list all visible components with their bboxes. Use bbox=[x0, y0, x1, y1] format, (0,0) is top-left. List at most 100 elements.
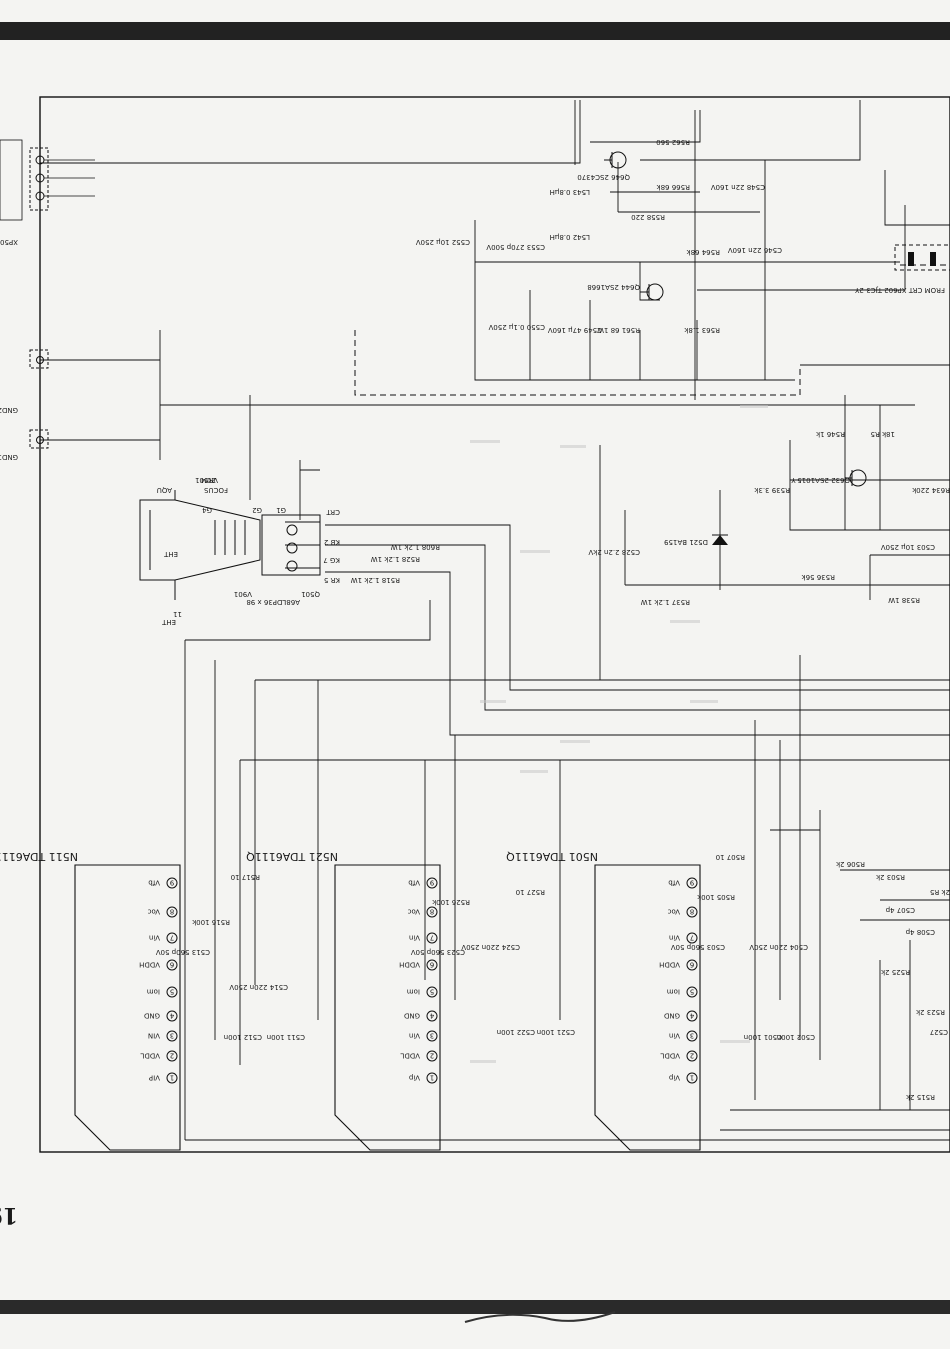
ic-pin-label: Iom bbox=[407, 988, 420, 996]
ic-pin-number: 3 bbox=[690, 1032, 694, 1040]
component-label-c502: C502 100n bbox=[777, 1033, 815, 1041]
component-label-c514: C514 220n 250V bbox=[229, 983, 288, 991]
component-label-r558: R558 220 bbox=[631, 213, 665, 221]
component-label-l542: L542 0.8μH bbox=[550, 233, 590, 241]
crt-pin-kg: KG 7 bbox=[323, 556, 340, 564]
ic-pin bbox=[166, 1072, 178, 1084]
scan-top-border bbox=[0, 22, 950, 40]
component-label-c501: C501 100n bbox=[744, 1033, 782, 1041]
ic-pin-number: 9 bbox=[430, 879, 434, 887]
ic-pin-label: Iom bbox=[667, 988, 680, 996]
crt-tube bbox=[139, 490, 321, 600]
xp502-label: XP502 TJC3-3Y bbox=[0, 238, 18, 246]
eht-pin-label: 11 bbox=[173, 610, 182, 618]
crt-focus-label: FOCUS bbox=[203, 486, 228, 494]
ic-pin-label: VDDL bbox=[140, 1052, 160, 1060]
ic-pin bbox=[166, 959, 178, 971]
component-label-r505: R505 100k bbox=[696, 893, 735, 901]
component-label-r527: R527 10 bbox=[516, 888, 545, 896]
ic-n521-label: N521 TDA6111Q bbox=[246, 850, 338, 863]
component-label-c546: C546 22n 160V bbox=[728, 246, 782, 254]
ic-pin bbox=[686, 906, 698, 918]
ic-pin-label: Vin bbox=[669, 934, 680, 942]
ic-pin-number: 5 bbox=[690, 988, 694, 996]
component-label-r564: R564 68k bbox=[686, 248, 720, 256]
component-label-c553: C553 270p 500V bbox=[486, 243, 545, 251]
ic-pin-number: 7 bbox=[430, 934, 434, 942]
crt-pin-g1: G1 bbox=[276, 506, 286, 514]
component-label-r608: R608 1.2k 1W bbox=[391, 543, 440, 551]
ic-pin-label: GND bbox=[404, 1012, 420, 1020]
component-label-c550: C550 0.1µ 250V bbox=[488, 323, 545, 331]
transistor-q632 bbox=[845, 469, 867, 487]
ic-pin bbox=[686, 959, 698, 971]
ic-pin-number: 8 bbox=[690, 908, 694, 916]
component-label-r517: R517 10 bbox=[231, 873, 260, 881]
eht-label: EHT bbox=[161, 618, 176, 626]
ic-pin-label: Vin bbox=[149, 934, 160, 942]
connector-gnd1 bbox=[29, 429, 49, 449]
component-label-q632: Q632 2SA1015-Y bbox=[791, 476, 850, 484]
ic-pin bbox=[686, 986, 698, 998]
ic-pin-number: 6 bbox=[429, 961, 434, 969]
ic-pin-number: 4 bbox=[689, 1012, 694, 1020]
component-label-c504: C504 220n 250V bbox=[749, 943, 808, 951]
ic-pin-number: 1 bbox=[430, 1074, 434, 1082]
component-label-r539: R539 3.3k bbox=[753, 486, 790, 494]
ic-pin-label: Iom bbox=[147, 988, 160, 996]
gnd2-label: GND2 TJC1-1 主板地 bbox=[0, 406, 18, 415]
ic-pin-label: VDDL bbox=[660, 1052, 680, 1060]
ic-n501-label: N501 TDA6111Q bbox=[506, 850, 598, 863]
ic-n501 bbox=[594, 864, 701, 1151]
ic-pin-label: VIN bbox=[148, 1032, 160, 1040]
ic-pin-label: Vip bbox=[668, 1074, 680, 1082]
ic-pin bbox=[426, 906, 438, 918]
ic-pin-number: 5 bbox=[170, 988, 174, 996]
ic-pin bbox=[166, 986, 178, 998]
crt-vr501: VR501 bbox=[195, 476, 218, 484]
ic-pin-number: 2 bbox=[170, 1052, 174, 1060]
ic-n511 bbox=[74, 864, 181, 1151]
ic-pin-label: Vin bbox=[409, 934, 420, 942]
ic-pin bbox=[686, 932, 698, 944]
ic-pin bbox=[166, 1050, 178, 1062]
drawing-frame bbox=[39, 96, 950, 1153]
ic-pin bbox=[166, 1010, 178, 1022]
ic-pin-label: Voc bbox=[147, 908, 160, 916]
ic-pin-label: VDDH bbox=[139, 961, 160, 969]
from-crt-label: FROM CRT XP602 TJC3-2Y bbox=[854, 286, 945, 294]
component-label-r538: R538 1W bbox=[888, 596, 920, 604]
ic-pin-label: Vin bbox=[669, 1032, 680, 1040]
ic-pin-group: 9Vfb8Voc7Vin6VDDH5Iom4GND3VIN2VDDL1VIP9V… bbox=[139, 877, 698, 1084]
crt-ref: V901 bbox=[234, 590, 252, 598]
ic-pin-label: VDDL bbox=[400, 1052, 420, 1060]
component-label-r523: R523 2k bbox=[915, 1008, 945, 1016]
ic-pin-label: Vfb bbox=[148, 879, 160, 887]
page-number: 19 bbox=[0, 1202, 18, 1228]
crt-pin-g4: G4 bbox=[202, 506, 212, 514]
component-label-r526: R526 100k bbox=[431, 898, 470, 906]
transistor-q646 bbox=[604, 151, 627, 169]
ic-pin bbox=[166, 932, 178, 944]
ic-pin bbox=[686, 1010, 698, 1022]
component-label-r537: R537 1.2k 1W bbox=[641, 598, 690, 606]
diode-d521 bbox=[712, 534, 728, 545]
ic-pin bbox=[686, 877, 698, 889]
component-label-c552: C552 10µ 250V bbox=[416, 238, 470, 246]
connector-xp502 bbox=[0, 139, 95, 221]
crt-part: A68LDP36 x 98 bbox=[246, 598, 300, 606]
ic-pin-number: 1 bbox=[170, 1074, 174, 1082]
ic-pin-number: 6 bbox=[169, 961, 174, 969]
component-label-r515: R515 2k bbox=[905, 1093, 935, 1101]
ic-pin-number: 4 bbox=[169, 1012, 174, 1020]
component-label-c527: C527 bbox=[930, 1028, 948, 1036]
ic-pin-number: 9 bbox=[170, 879, 174, 887]
component-label-r634: R634 220k bbox=[911, 486, 950, 494]
ic-pin-label: GND bbox=[664, 1012, 680, 1020]
component-label-r525: R525 2k bbox=[880, 968, 910, 976]
ic-pin-label: Vin bbox=[409, 1032, 420, 1040]
ic-pin-number: 3 bbox=[170, 1032, 174, 1040]
component-label-r516: R516 100k bbox=[191, 918, 230, 926]
ic-pin-label: GND bbox=[144, 1012, 160, 1020]
